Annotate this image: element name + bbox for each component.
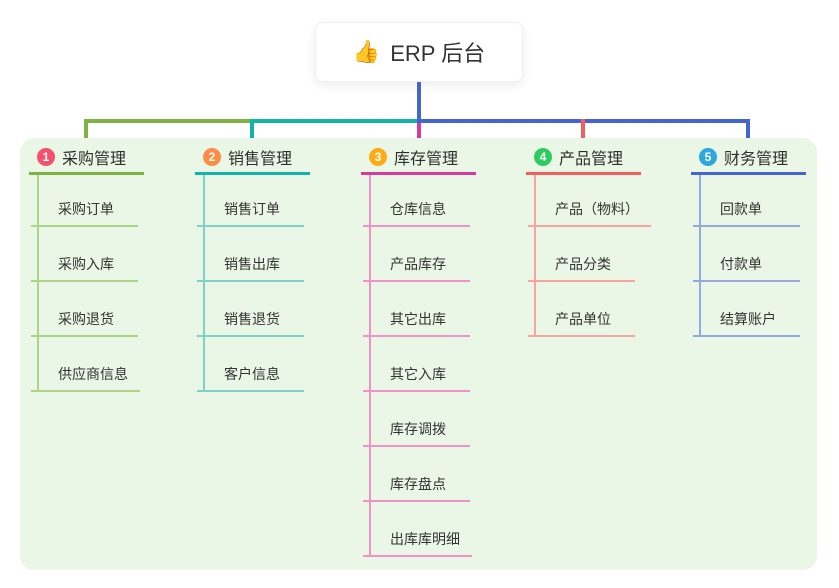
branch-topic-node[interactable]: 3 库存管理 <box>361 142 476 175</box>
thumbs-up-icon: 👍 <box>352 39 381 64</box>
child-node[interactable]: 回款单 <box>693 199 800 227</box>
child-node-row: 产品分类 <box>528 227 666 282</box>
child-node-row: 结算账户 <box>693 282 831 337</box>
child-node-row: 客户信息 <box>197 337 335 392</box>
child-node[interactable]: 产品分类 <box>528 254 635 282</box>
branch-children: 销售订单销售出库销售退货客户信息 <box>197 175 335 392</box>
branch-topic-node[interactable]: 4 产品管理 <box>526 142 641 175</box>
branch-topic-label: 库存管理 <box>394 151 459 168</box>
child-node-row: 库存盘点 <box>363 447 501 502</box>
child-node[interactable]: 销售退货 <box>197 309 304 337</box>
branch-2: 2 销售管理销售订单销售出库销售退货客户信息 <box>195 142 335 392</box>
branch-children: 仓库信息产品库存其它出库其它入库库存调拨库存盘点出库库明细 <box>363 175 501 557</box>
branch-number-badge: 5 <box>699 148 717 166</box>
root-stem-line <box>417 82 421 119</box>
child-node-row: 付款单 <box>693 227 831 282</box>
child-node-row: 供应商信息 <box>31 337 169 392</box>
child-node-row: 其它出库 <box>363 282 501 337</box>
child-node[interactable]: 采购入库 <box>31 254 138 282</box>
rail-segment-2 <box>250 119 417 123</box>
child-node[interactable]: 库存调拨 <box>363 419 470 447</box>
child-node-row: 产品（物料） <box>528 175 666 227</box>
branch-4: 4 产品管理产品（物料） 产品分类产品单位 <box>526 142 666 337</box>
rail-segment-1 <box>84 119 252 123</box>
branch-drop-line-5 <box>746 119 750 143</box>
child-node[interactable]: 产品（物料） <box>528 199 651 227</box>
branch-topic-label: 财务管理 <box>724 151 789 168</box>
child-node[interactable]: 付款单 <box>693 254 800 282</box>
branch-topic-node[interactable]: 5 财务管理 <box>691 142 806 175</box>
child-node-row: 回款单 <box>693 175 831 227</box>
root-node-label: ERP 后台 <box>390 41 486 66</box>
child-node-row: 销售订单 <box>197 175 335 227</box>
branch-topic-label: 采购管理 <box>62 151 127 168</box>
child-node-row: 其它入库 <box>363 337 501 392</box>
child-node-row: 采购退货 <box>31 282 169 337</box>
child-node[interactable]: 产品库存 <box>363 254 470 282</box>
child-node-row: 销售出库 <box>197 227 335 282</box>
branch-3: 3 库存管理仓库信息产品库存其它出库其它入库库存调拨库存盘点出库库明细 <box>361 142 501 557</box>
branch-children: 回款单付款单结算账户 <box>693 175 831 337</box>
child-node-row: 销售退货 <box>197 282 335 337</box>
branch-topic-node[interactable]: 2 销售管理 <box>195 142 310 175</box>
branch-number-badge: 1 <box>37 148 55 166</box>
child-node[interactable]: 采购订单 <box>31 199 138 227</box>
branches-board: 1 采购管理采购订单采购入库采购退货供应商信息 2 销售管理销售订单销售出库销售退货客… <box>20 138 817 570</box>
child-node[interactable]: 结算账户 <box>693 309 800 337</box>
child-node[interactable]: 仓库信息 <box>363 199 470 227</box>
child-node[interactable]: 其它入库 <box>363 364 470 392</box>
branch-drop-line-2 <box>250 119 254 145</box>
branch-number-badge: 2 <box>203 148 221 166</box>
branch-children: 产品（物料） 产品分类产品单位 <box>528 175 666 337</box>
child-node-row: 库存调拨 <box>363 392 501 447</box>
branch-topic-node[interactable]: 1 采购管理 <box>29 142 144 175</box>
branch-number-badge: 3 <box>369 148 387 166</box>
child-node-row: 出库库明细 <box>363 502 501 557</box>
child-node[interactable]: 客户信息 <box>197 364 304 392</box>
root-node[interactable]: 👍 ERP 后台 <box>315 22 523 82</box>
child-node[interactable]: 其它出库 <box>363 309 470 337</box>
child-node[interactable]: 供应商信息 <box>31 364 140 392</box>
branch-topic-label: 产品管理 <box>559 151 624 168</box>
child-node[interactable]: 销售订单 <box>197 199 304 227</box>
child-node-row: 采购入库 <box>31 227 169 282</box>
branch-drop-line-3 <box>417 123 421 143</box>
branch-1: 1 采购管理采购订单采购入库采购退货供应商信息 <box>29 142 169 392</box>
child-node-row: 产品单位 <box>528 282 666 337</box>
branch-children: 采购订单采购入库采购退货供应商信息 <box>31 175 169 392</box>
child-node[interactable]: 采购退货 <box>31 309 138 337</box>
child-node[interactable]: 出库库明细 <box>363 529 472 557</box>
branch-drop-line-4 <box>581 119 585 143</box>
child-node-row: 产品库存 <box>363 227 501 282</box>
child-node-row: 采购订单 <box>31 175 169 227</box>
branch-number-badge: 4 <box>534 148 552 166</box>
child-node[interactable]: 产品单位 <box>528 309 635 337</box>
branch-topic-label: 销售管理 <box>228 151 293 168</box>
child-node[interactable]: 库存盘点 <box>363 474 470 502</box>
child-node-row: 仓库信息 <box>363 175 501 227</box>
branch-drop-line-1 <box>84 119 88 145</box>
branch-5: 5 财务管理回款单付款单结算账户 <box>691 142 831 337</box>
child-node[interactable]: 销售出库 <box>197 254 304 282</box>
